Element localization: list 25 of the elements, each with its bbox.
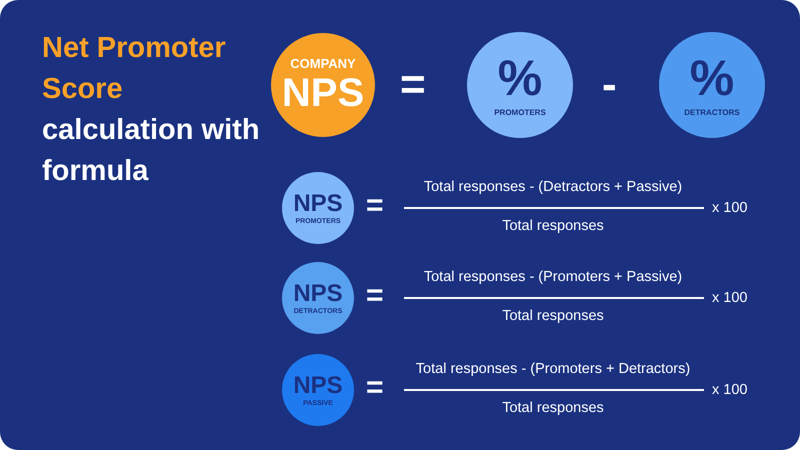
- numerator: Total responses - (Detractors + Passive): [422, 178, 684, 196]
- denominator: Total responses: [501, 217, 605, 235]
- circle-caption: NPS: [282, 72, 364, 114]
- title: calculation with formula: [42, 113, 261, 189]
- circle-heading: %: [498, 52, 542, 104]
- numerator: Total responses - (Promoters + Detractors): [414, 360, 692, 378]
- title-highlight: Net Promoter Score: [42, 31, 227, 107]
- circle-heading: NPS: [293, 190, 343, 216]
- circle-caption: PROMOTERS: [494, 108, 546, 118]
- circle-heading: NPS: [293, 280, 343, 306]
- multiplier: x 100: [712, 381, 748, 399]
- circle-caption: DETRACTORS: [684, 108, 740, 118]
- denominator: Total responses: [501, 399, 605, 417]
- circle-heading: NPS: [293, 372, 343, 398]
- minus-sign: -: [602, 60, 617, 110]
- multiplier: x 100: [712, 289, 748, 307]
- equals-sign: =: [366, 191, 384, 221]
- circle-heading: %: [690, 52, 734, 104]
- multiplier: x 100: [712, 199, 748, 217]
- denominator: Total responses: [501, 307, 605, 325]
- circle-heading: COMPANY: [290, 56, 356, 72]
- equals-sign: =: [366, 373, 384, 403]
- equals-sign: =: [366, 281, 384, 311]
- equals-sign: =: [400, 60, 426, 110]
- numerator: Total responses - (Promoters + Passive): [422, 268, 684, 286]
